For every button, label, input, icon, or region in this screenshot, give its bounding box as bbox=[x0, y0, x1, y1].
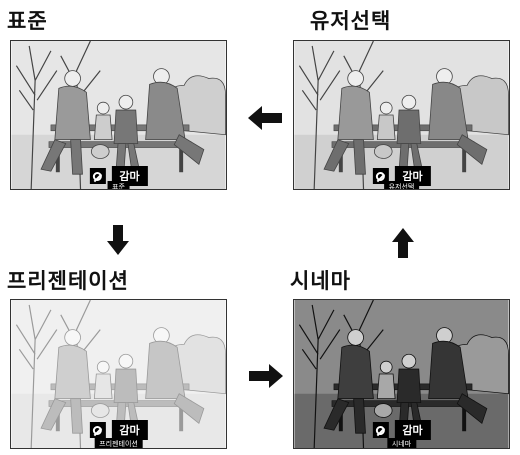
panel-title-cinema: 시네마 bbox=[290, 269, 351, 293]
panel-presentation: 감마 프리젠테이션 bbox=[10, 299, 227, 449]
panel-standard: 감마 표준 bbox=[10, 40, 227, 190]
panel-user: 감마 유저선택 bbox=[293, 40, 510, 190]
gamma-dial-icon bbox=[372, 168, 389, 184]
panel-cinema: 감마 시네마 bbox=[293, 299, 510, 449]
gamma-label: 감마 bbox=[111, 420, 148, 440]
panel-title-presentation: 프리젠테이션 bbox=[7, 269, 129, 293]
mode-badge: 프리젠테이션 bbox=[94, 438, 143, 448]
panel-title-standard: 표준 bbox=[7, 9, 48, 33]
arrow-down-icon bbox=[107, 225, 129, 255]
mode-badge: 유저선택 bbox=[383, 181, 420, 189]
arrow-right-icon bbox=[249, 364, 283, 388]
gamma-dial-icon bbox=[89, 422, 106, 438]
mode-badge: 시네마 bbox=[386, 438, 417, 448]
gamma-label: 감마 bbox=[394, 420, 431, 440]
panel-title-user: 유저선택 bbox=[310, 9, 392, 33]
arrow-left-icon bbox=[248, 106, 282, 130]
gamma-dial-icon bbox=[89, 168, 106, 184]
gamma-dial-icon bbox=[372, 422, 389, 438]
mode-badge: 표준 bbox=[107, 181, 130, 189]
arrow-up-icon bbox=[392, 228, 414, 258]
gamma-osd: 감마 bbox=[372, 420, 431, 440]
gamma-osd: 감마 bbox=[89, 420, 148, 440]
